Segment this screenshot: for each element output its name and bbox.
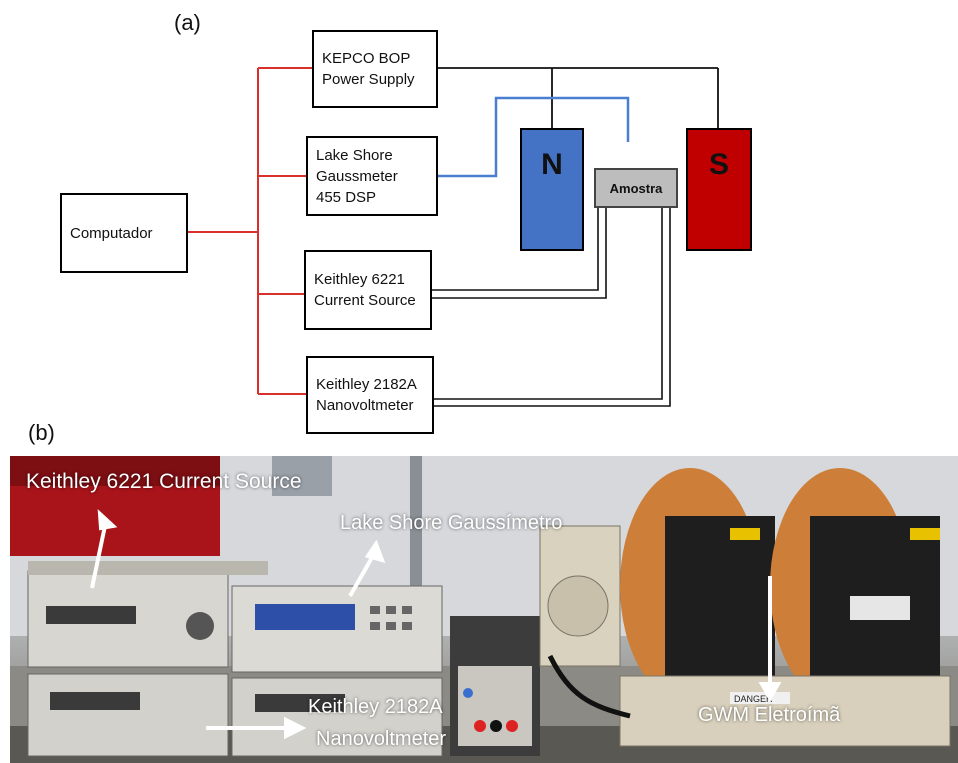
magnet-n-label: N bbox=[541, 148, 563, 249]
magnet-s-label: S bbox=[709, 148, 729, 249]
annotation-nanovoltmeter-1: Keithley 2182A bbox=[308, 696, 443, 719]
panel-b-label: (b) bbox=[28, 420, 55, 446]
current-source-box: Keithley 6221 Current Source bbox=[304, 250, 432, 330]
kepco-box: KEPCO BOP Power Supply bbox=[312, 30, 438, 108]
gaussmeter-line-2: Gaussmeter bbox=[316, 166, 436, 187]
annotation-nanovoltmeter-2: Nanovoltmeter bbox=[316, 728, 446, 751]
computer-label: Computador bbox=[70, 223, 186, 244]
computer-box: Computador bbox=[60, 193, 188, 273]
current-source-line-2: Current Source bbox=[314, 290, 430, 311]
annotation-current-source: Keithley 6221 Current Source bbox=[26, 470, 302, 494]
annotation-electromagnet: GWM Eletroímã bbox=[698, 704, 840, 727]
lab-photo: DANGER Keithley 6221 Current Source Lake… bbox=[10, 456, 958, 763]
kepco-line-1: KEPCO BOP bbox=[322, 48, 436, 69]
nanovoltmeter-line-2: Nanovoltmeter bbox=[316, 395, 432, 416]
magnet-s-pole: S bbox=[686, 128, 752, 251]
sample-label: Amostra bbox=[610, 181, 663, 196]
sample-box: Amostra bbox=[594, 168, 678, 208]
annotation-gaussmeter: Lake Shore Gaussímetro bbox=[340, 512, 562, 535]
gaussmeter-box: Lake Shore Gaussmeter 455 DSP bbox=[306, 136, 438, 216]
current-source-line-1: Keithley 6221 bbox=[314, 269, 430, 290]
data-links bbox=[188, 68, 312, 394]
gaussmeter-line-1: Lake Shore bbox=[316, 145, 436, 166]
magnet-n-pole: N bbox=[520, 128, 584, 251]
gaussmeter-line-3: 455 DSP bbox=[316, 187, 436, 208]
kepco-line-2: Power Supply bbox=[322, 69, 436, 90]
nanovoltmeter-box: Keithley 2182A Nanovoltmeter bbox=[306, 356, 434, 434]
nanovoltmeter-line-1: Keithley 2182A bbox=[316, 374, 432, 395]
